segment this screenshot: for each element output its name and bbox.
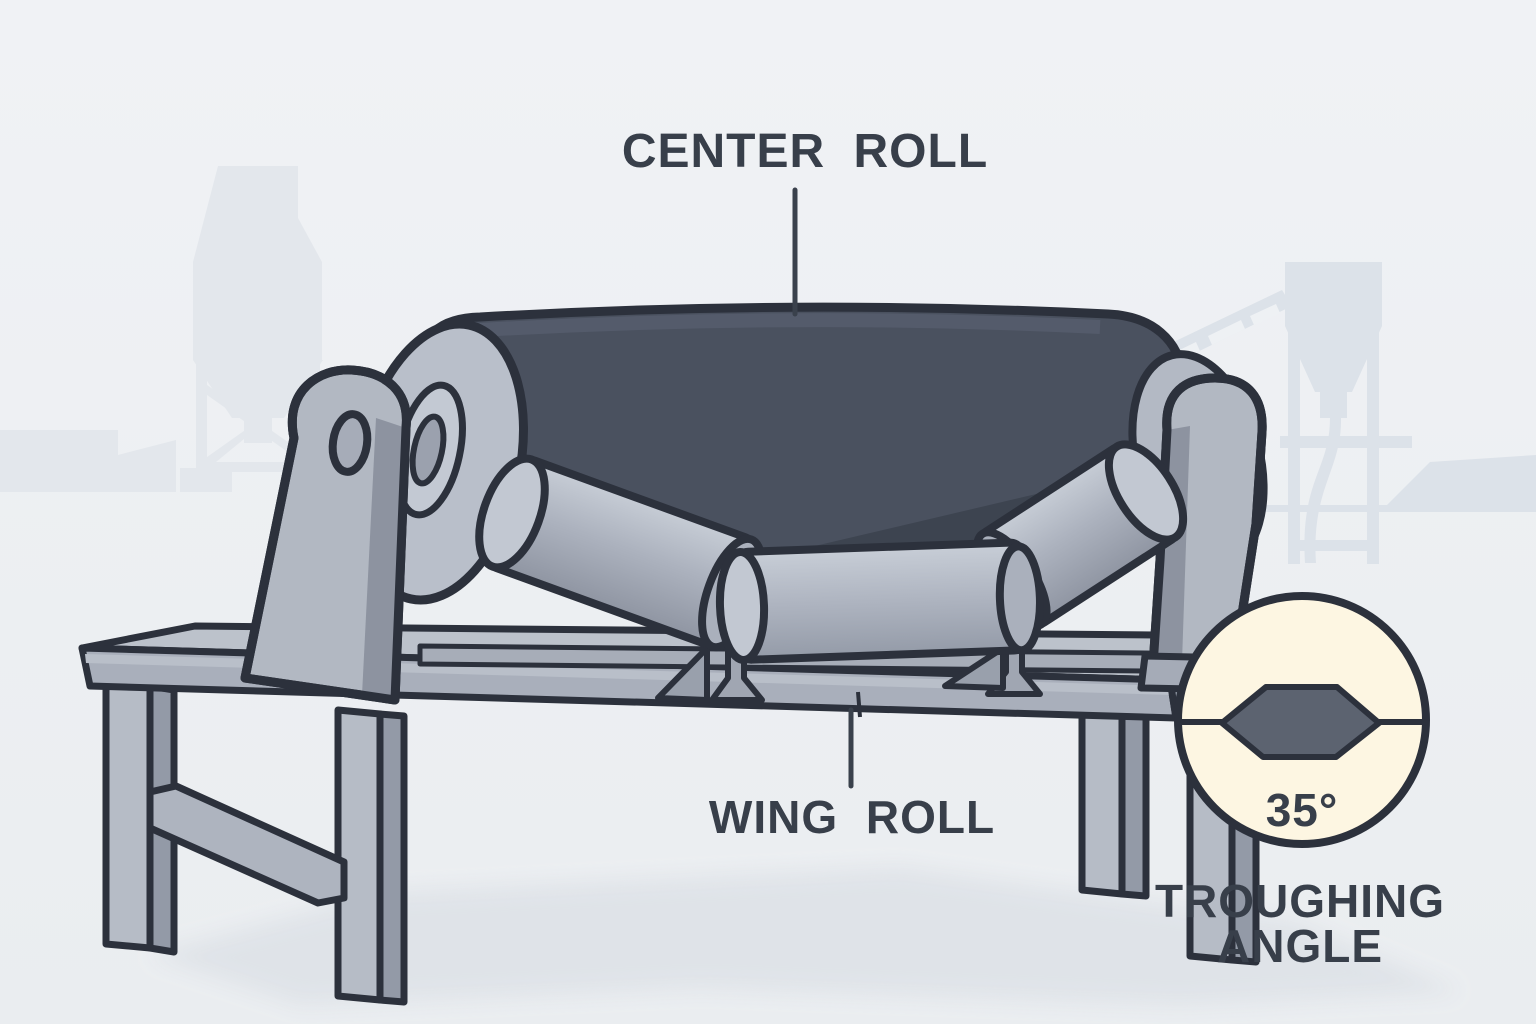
drum-top-highlight [479, 313, 1101, 337]
support-arm-right-outline [1148, 373, 1267, 671]
labels: CENTER ROLL WING ROLL [622, 125, 995, 843]
stand-panel-seam [856, 691, 862, 718]
center-roll-label: CENTER ROLL [622, 125, 988, 178]
background-silhouette-right [1140, 262, 1536, 564]
stand-leg-back-left [334, 706, 408, 1006]
troughing-angle-caption-line1: TROUGHING [1155, 875, 1445, 927]
wing-roll-label: WING ROLL [709, 791, 995, 843]
center-roll [715, 538, 1044, 664]
troughing-angle-value: 35° [1266, 784, 1339, 836]
hub-shaft-left [409, 413, 447, 487]
support-arm-left [240, 365, 411, 705]
wing-roll-bracket-right [942, 645, 1006, 691]
stand-cross-brace-left [146, 782, 348, 907]
wing-roll-bracket-left [655, 645, 710, 703]
stand-leg-back-right [1078, 696, 1150, 900]
support-arm-left-hole [328, 410, 372, 476]
trough-cross-section [1219, 684, 1382, 760]
troughing-angle-caption-line2: ANGLE [1217, 920, 1383, 972]
support-arm-left-outline [240, 365, 411, 705]
ground-shadow [150, 868, 1460, 1005]
troughing-angle-callout: 35° TROUGHING ANGLE [1155, 592, 1445, 972]
background-silhouette-left [0, 166, 323, 492]
